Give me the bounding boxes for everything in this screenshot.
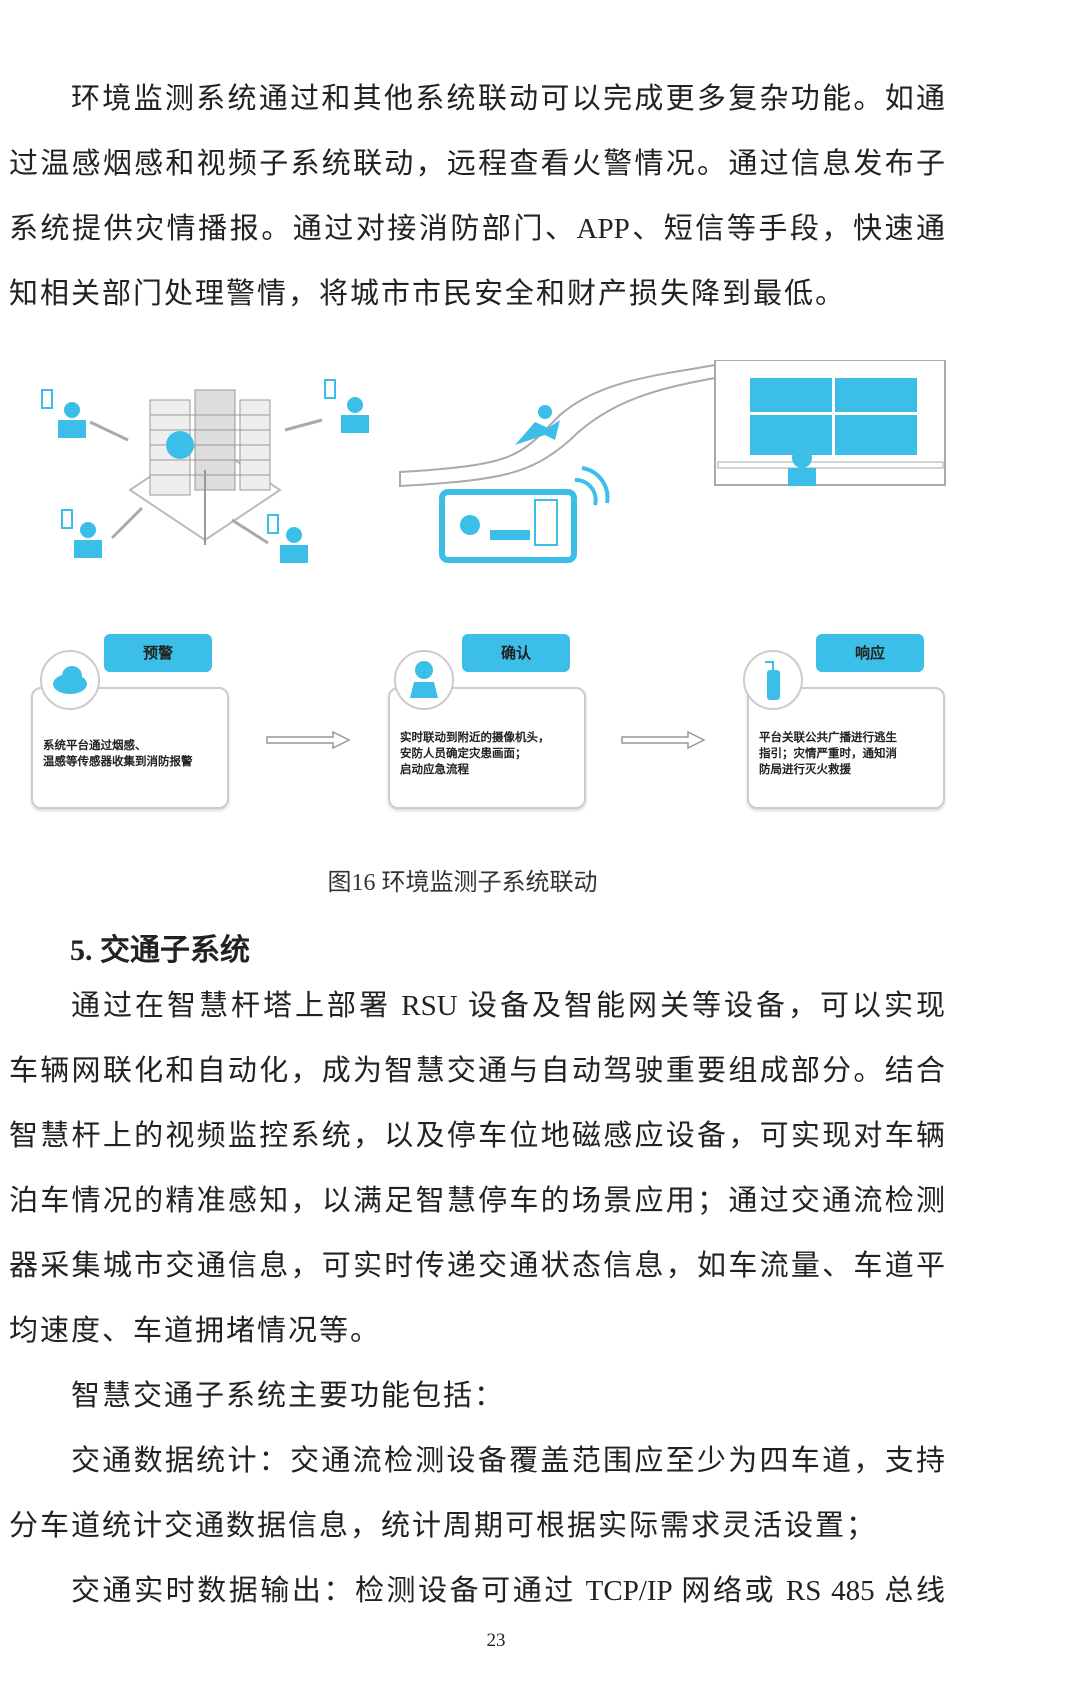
page-number: 23 <box>486 1630 506 1651</box>
text-line: 过温感烟感和视频子系统联动，远程查看火警情况。通过信息发布子 <box>9 148 945 180</box>
text-line: 车辆网联化和自动化，成为智慧交通与自动驾驶重要组成部分。结合 <box>9 1055 945 1087</box>
step-text: 平台关联公共广播进行逃生 <box>759 730 897 744</box>
building-fire-icon <box>128 389 282 545</box>
section-heading: 5. 交通子系统 <box>70 934 250 967</box>
step-text: 启动应急流程 <box>400 762 469 776</box>
text-line: 通过在智慧杆塔上部署 RSU 设备及智能网关等设备，可以实现 <box>71 990 945 1022</box>
text-line: 分车道统计交通数据信息，统计周期可根据实际需求灵活设置； <box>9 1510 878 1542</box>
text-line: 泊车情况的精准感知，以满足智慧停车的场景应用；通过交通流检测 <box>9 1185 945 1217</box>
security-guard-icon <box>394 650 454 710</box>
control-room-icon <box>714 359 946 486</box>
text-line: 交通数据统计：交通流检测设备覆盖范围应至少为四车道，支持 <box>71 1445 945 1477</box>
step-text: 安防人员确定灾患画面； <box>400 746 527 760</box>
text-line: 系统提供灾情播报。通过对接消防部门、APP、短信等手段，快速通 <box>9 213 945 245</box>
running-person-icon <box>515 405 560 445</box>
paragraph-realtime-output: 交通实时数据输出：检测设备可通过 TCP/IP 网络或 RS 485 总线 <box>71 1575 945 1607</box>
step-text: 防局进行灭火救援 <box>759 762 851 776</box>
linkage-illustration <box>0 359 1080 830</box>
cloud-icon <box>40 650 100 710</box>
tablet-map-icon <box>439 466 610 563</box>
step-tag-warning: 预警 <box>104 634 212 672</box>
text-line: 知相关部门处理警情，将城市市民安全和财产损失降到最低。 <box>9 278 847 310</box>
step-text: 指引；灾情严重时，通知消 <box>759 746 897 760</box>
right-arrow-icon <box>621 731 706 749</box>
fire-extinguisher-icon <box>743 650 803 710</box>
step-tag-confirm: 确认 <box>462 634 570 672</box>
text-line: 环境监测系统通过和其他系统联动可以完成更多复杂功能。如通 <box>71 83 945 115</box>
right-arrow-icon <box>266 731 351 749</box>
step-text: 温感等传感器收集到消防报警 <box>43 754 193 768</box>
text-line: 均速度、车道拥堵情况等。 <box>9 1315 382 1347</box>
security-guard-icons <box>41 379 369 563</box>
functions-intro: 智慧交通子系统主要功能包括： <box>71 1380 506 1412</box>
text-line: 智慧杆上的视频监控系统，以及停车位地磁感应设备，可实现对车辆 <box>9 1120 945 1152</box>
step-text: 系统平台通过烟感、 <box>43 738 147 752</box>
text-line: 器采集城市交通信息，可实时传递交通状态信息，如车流量、车道平 <box>9 1250 945 1282</box>
figure-caption: 图16 环境监测子系统联动 <box>327 870 598 896</box>
step-text: 实时联动到附近的摄像机头， <box>400 730 550 744</box>
step-tag-response: 响应 <box>816 634 924 672</box>
